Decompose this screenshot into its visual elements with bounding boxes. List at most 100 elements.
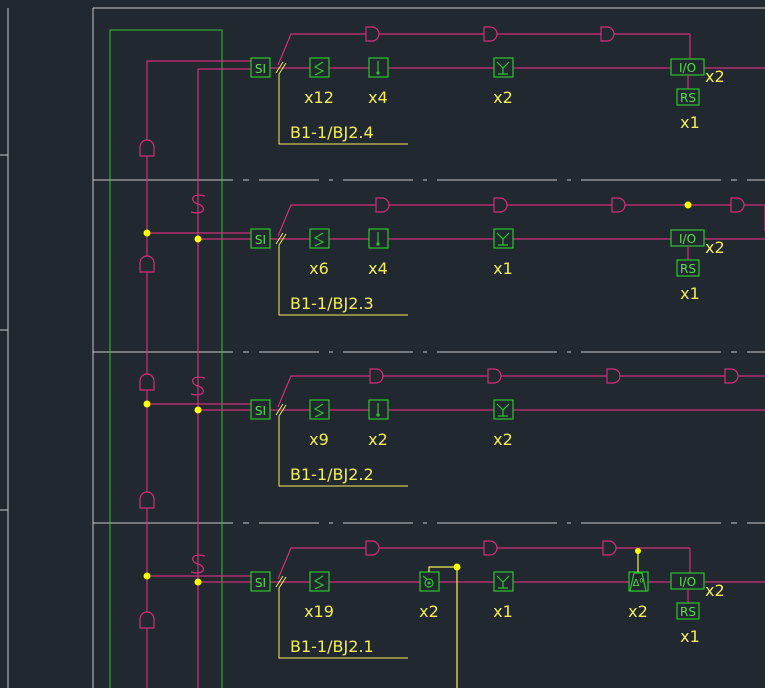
d-symbol bbox=[487, 368, 502, 384]
si-box bbox=[250, 571, 271, 592]
rs-module-label: RS bbox=[680, 91, 696, 105]
speaker-count: x2 bbox=[628, 602, 648, 621]
d-symbol bbox=[606, 368, 621, 384]
rs-module-box bbox=[676, 88, 700, 106]
label-leader bbox=[278, 416, 408, 487]
heat-count: x4 bbox=[368, 88, 388, 107]
rs-count: x1 bbox=[680, 113, 700, 132]
label-leader bbox=[278, 588, 408, 659]
branch-label: B1-1/BJ2.3 bbox=[290, 294, 374, 313]
heat-detector-bulb bbox=[376, 71, 380, 75]
camera-count: x2 bbox=[419, 602, 439, 621]
d-symbol bbox=[724, 368, 739, 384]
io-count: x2 bbox=[705, 581, 725, 600]
camera-lens-center bbox=[427, 581, 431, 585]
io-count: x2 bbox=[705, 238, 725, 257]
si-box bbox=[250, 399, 271, 420]
d-symbol bbox=[369, 368, 384, 384]
smoke-detector-icon bbox=[309, 57, 330, 78]
branch-label: B1-1/BJ2.2 bbox=[290, 465, 374, 484]
d-symbol bbox=[611, 197, 626, 213]
smoke-count: x6 bbox=[309, 259, 329, 278]
d-symbol bbox=[600, 26, 615, 42]
si-label: SI bbox=[255, 62, 266, 76]
smoke-detector-icon bbox=[309, 228, 330, 249]
branch-bj2-1: SI B1-1/BJ2.1 x19 x2 x1 Δ⁰ x2 I/O RS x2 x1 bbox=[147, 540, 765, 688]
smoke-count: x19 bbox=[304, 602, 334, 621]
io-module-label: I/O bbox=[679, 61, 696, 75]
smoke-detector-icon bbox=[309, 399, 330, 420]
alarm-bell-glyph bbox=[496, 61, 510, 75]
io-module-label: I/O bbox=[679, 575, 696, 589]
branch-bj2-3: SI B1-1/BJ2.3 x6 x4 x1 I/O RS x2 x1 bbox=[147, 197, 765, 316]
speaker-feed-dot bbox=[635, 548, 641, 554]
si-box bbox=[250, 57, 271, 78]
smoke-detector-glyph bbox=[313, 575, 325, 590]
smoke-count: x9 bbox=[309, 430, 329, 449]
riser-box bbox=[109, 29, 223, 688]
si-label: SI bbox=[255, 404, 266, 418]
heat-count: x4 bbox=[368, 259, 388, 278]
camera-feed-dot bbox=[453, 563, 461, 571]
d-symbol bbox=[375, 197, 390, 213]
rs-module-box bbox=[676, 259, 700, 277]
alarm-bell-glyph bbox=[496, 575, 510, 589]
top-bus-line bbox=[277, 375, 765, 408]
bell-count: x2 bbox=[493, 88, 513, 107]
top-bus-line bbox=[277, 33, 690, 66]
rs-module-label: RS bbox=[680, 262, 696, 276]
top-bus-line bbox=[277, 547, 690, 580]
top-bus-line bbox=[277, 204, 765, 237]
smoke-detector-glyph bbox=[313, 403, 325, 418]
rs-module-box bbox=[676, 602, 700, 620]
cable-slash bbox=[275, 403, 287, 417]
speaker-horn bbox=[629, 572, 647, 592]
smoke-detector-icon bbox=[309, 571, 330, 592]
cable-slash bbox=[275, 61, 287, 75]
branch-label: B1-1/BJ2.1 bbox=[290, 637, 374, 656]
cable-slash bbox=[275, 232, 287, 246]
camera-mark bbox=[422, 575, 428, 580]
branch-label: B1-1/BJ2.4 bbox=[290, 123, 374, 142]
camera-lens bbox=[424, 578, 434, 588]
alarm-bell-glyph bbox=[496, 232, 510, 246]
label-leader bbox=[278, 74, 408, 145]
alarm-bell-glyph bbox=[496, 403, 510, 417]
rs-count: x1 bbox=[680, 627, 700, 646]
drawing-frame bbox=[0, 7, 765, 688]
rs-module-label: RS bbox=[680, 605, 696, 619]
d-symbol bbox=[602, 540, 617, 556]
camera-feed-line bbox=[428, 566, 458, 688]
si-label: SI bbox=[255, 233, 266, 247]
heat-detector-bulb bbox=[376, 413, 380, 417]
camera-detector-icon bbox=[419, 571, 440, 592]
si-box bbox=[250, 228, 271, 249]
io-module-label: I/O bbox=[679, 232, 696, 246]
label-leader bbox=[278, 245, 408, 316]
bell-count: x2 bbox=[493, 430, 513, 449]
smoke-count: x12 bbox=[304, 88, 334, 107]
smoke-detector-glyph bbox=[313, 232, 325, 247]
d-symbol bbox=[483, 540, 498, 556]
branch-bj2-2: SI B1-1/BJ2.2 x9 x2 x2 bbox=[147, 368, 765, 487]
speaker-glyph: Δ⁰ bbox=[633, 578, 644, 589]
d-symbol bbox=[483, 26, 498, 42]
d-symbol bbox=[493, 197, 508, 213]
heat-detector-bulb bbox=[376, 242, 380, 246]
smoke-detector-glyph bbox=[313, 61, 325, 76]
bell-count: x1 bbox=[493, 259, 513, 278]
d-symbol bbox=[730, 197, 745, 213]
heat-count: x2 bbox=[368, 430, 388, 449]
trunk-s-symbols bbox=[190, 194, 206, 574]
trunk-d-symbols bbox=[139, 139, 155, 629]
trunk-feed-a bbox=[146, 60, 252, 62]
cable-slash bbox=[275, 575, 287, 589]
bell-count: x1 bbox=[493, 602, 513, 621]
d-symbol bbox=[365, 26, 380, 42]
rs-count: x1 bbox=[680, 284, 700, 303]
si-label: SI bbox=[255, 576, 266, 590]
junction-dot bbox=[684, 201, 692, 209]
